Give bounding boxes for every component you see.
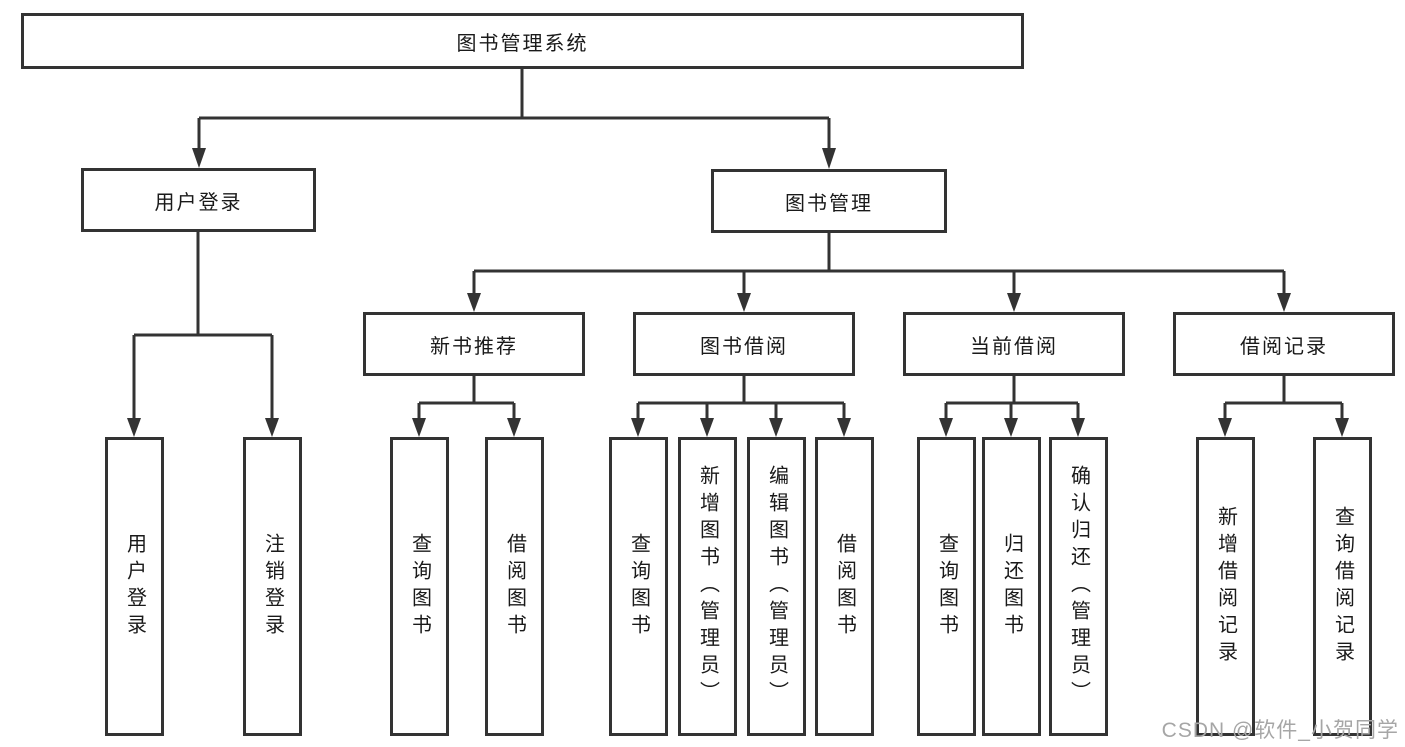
leaf-add-books-admin: 新增图书（管理员）: [678, 437, 737, 736]
leaf-add-borrow-record-label: 新增借阅记录: [1214, 505, 1237, 668]
arrowheads: [127, 148, 1349, 437]
leaf-query-borrow-record-label: 查询借阅记录: [1331, 505, 1354, 668]
leaf-borrow-books-label: 借阅图书: [833, 532, 856, 641]
csdn-watermark: CSDN @软件_小贺同学: [1161, 719, 1399, 742]
node-root-label: 图书管理系统: [456, 32, 589, 55]
node-book-management: 图书管理: [711, 169, 947, 233]
node-book-borrow: 图书借阅: [633, 312, 855, 376]
leaf-borrow-books-recommend-label: 借阅图书: [503, 532, 526, 641]
leaf-query-books-current-label: 查询图书: [935, 532, 958, 641]
leaf-user-login: 用户登录: [105, 437, 164, 736]
leaf-borrow-books: 借阅图书: [815, 437, 874, 736]
node-book-borrow-label: 图书借阅: [700, 335, 788, 358]
node-user-login: 用户登录: [81, 168, 316, 232]
leaf-confirm-return-admin-label: 确认归还（管理员）: [1067, 465, 1090, 708]
leaf-edit-books-admin-label: 编辑图书（管理员）: [765, 465, 788, 708]
leaf-add-borrow-record: 新增借阅记录: [1196, 437, 1255, 736]
leaf-logout-label: 注销登录: [261, 532, 284, 641]
leaf-user-login-label: 用户登录: [123, 532, 146, 641]
leaf-add-books-admin-label: 新增图书（管理员）: [696, 465, 719, 708]
leaf-return-books-label: 归还图书: [1000, 532, 1023, 641]
leaf-return-books: 归还图书: [982, 437, 1041, 736]
leaf-logout: 注销登录: [243, 437, 302, 736]
node-current-borrow-label: 当前借阅: [970, 335, 1058, 358]
leaf-edit-books-admin: 编辑图书（管理员）: [747, 437, 806, 736]
node-user-login-label: 用户登录: [154, 191, 243, 214]
node-new-book-recommend: 新书推荐: [363, 312, 585, 376]
leaf-query-books-recommend: 查询图书: [390, 437, 449, 736]
leaf-borrow-books-recommend: 借阅图书: [485, 437, 544, 736]
node-current-borrow: 当前借阅: [903, 312, 1125, 376]
leaf-query-borrow-record: 查询借阅记录: [1313, 437, 1372, 736]
node-root: 图书管理系统: [21, 13, 1024, 69]
leaf-query-books-borrow: 查询图书: [609, 437, 668, 736]
leaf-query-books-borrow-label: 查询图书: [627, 532, 650, 641]
node-new-book-recommend-label: 新书推荐: [430, 335, 518, 358]
node-book-management-label: 图书管理: [785, 192, 873, 215]
leaf-query-books-recommend-label: 查询图书: [408, 532, 431, 641]
leaf-confirm-return-admin: 确认归还（管理员）: [1049, 437, 1108, 736]
node-borrow-records: 借阅记录: [1173, 312, 1395, 376]
node-borrow-records-label: 借阅记录: [1240, 335, 1328, 358]
leaf-query-books-current: 查询图书: [917, 437, 976, 736]
